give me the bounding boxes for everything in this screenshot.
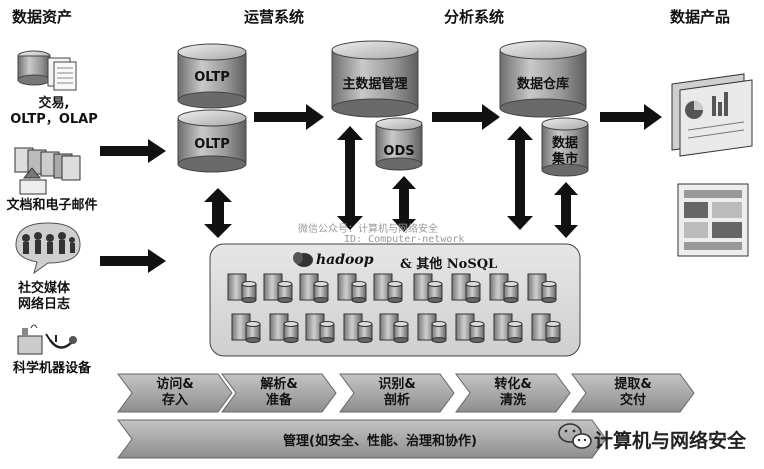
source-transactions-line2: OLTP，OLAP xyxy=(10,112,98,127)
server-db-icon xyxy=(343,313,373,343)
server-db-icon xyxy=(227,273,257,303)
server-db-icon xyxy=(269,313,299,343)
brand-name: 计算机与网络安全 xyxy=(594,430,747,452)
oltp-top-cylinder xyxy=(177,43,247,109)
source-social-line1: 社交媒体 xyxy=(17,281,70,296)
stage-extract: 提取& 交付 xyxy=(578,374,688,412)
report-layout-icon xyxy=(677,183,749,257)
data-mart-line1: 数据 xyxy=(551,136,578,151)
oltp-bottom-label: OLTP xyxy=(194,137,230,152)
social-media-icon xyxy=(15,222,81,275)
server-db-icon xyxy=(417,313,447,343)
oltp-bottom-cylinder xyxy=(177,109,247,173)
header-data-products: 数据产品 xyxy=(670,8,731,26)
watermark-line2: ID: Computer-network xyxy=(344,234,465,245)
wechat-icon xyxy=(558,423,592,449)
oltp-to-mdm-arrow xyxy=(254,104,324,130)
header-operations: 运营系统 xyxy=(244,8,305,26)
data-mart-line2: 集市 xyxy=(551,152,578,167)
header-analytics: 分析系统 xyxy=(444,8,505,26)
source-transactions-label: 交易, OLTP，OLAP xyxy=(4,96,104,128)
stage-identify-line1: 识别& xyxy=(378,377,416,392)
stage-access-line1: 访问& xyxy=(156,377,194,392)
master-data-cylinder xyxy=(331,40,419,118)
server-db-icon xyxy=(489,273,519,303)
documents-icon xyxy=(14,147,81,195)
watermark-line1: 微信公众号：计算机与网络安全 xyxy=(298,224,438,235)
data-mart-cylinder xyxy=(541,117,589,177)
stage-access-line2: 存入 xyxy=(161,393,188,408)
management-label: 管理(如安全、性能、治理和协作) xyxy=(283,433,477,449)
vertical-arrows xyxy=(204,126,578,238)
hadoop-servers xyxy=(227,273,561,343)
mdm-to-warehouse-arrow xyxy=(432,104,500,130)
hadoop-elephant-icon xyxy=(293,252,313,267)
header-data-assets: 数据资产 xyxy=(12,8,73,26)
ods-cylinder xyxy=(375,117,423,171)
stage-access: 访问& 存入 xyxy=(120,374,230,412)
warehouse-to-products-arrow xyxy=(600,104,662,130)
source-transactions-line1: 交易, xyxy=(38,96,70,111)
scientific-equipment-icon xyxy=(17,324,77,355)
hadoop-logo-text: hadoop xyxy=(316,252,374,268)
server-db-icon xyxy=(379,313,409,343)
stage-extract-line2: 交付 xyxy=(619,393,646,408)
stage-extract-line1: 提取& xyxy=(614,377,652,392)
stage-identify: 识别& 剖析 xyxy=(342,374,452,412)
hadoop-nosql-label: & 其他 NoSQL xyxy=(400,257,498,272)
server-db-icon xyxy=(451,273,481,303)
server-db-icon xyxy=(337,273,367,303)
transactions-database-icon xyxy=(17,50,77,91)
stage-transform-line1: 转化& xyxy=(494,377,532,392)
server-db-icon xyxy=(531,313,561,343)
data-warehouse-cylinder xyxy=(499,40,587,118)
oltp-top-label: OLTP xyxy=(194,70,230,85)
server-db-icon xyxy=(455,313,485,343)
source-social-label: 社交媒体 网络日志 xyxy=(4,281,84,313)
server-db-icon xyxy=(373,273,403,303)
server-db-icon xyxy=(305,313,335,343)
server-db-icon xyxy=(493,313,523,343)
server-db-icon xyxy=(527,273,557,303)
server-db-icon xyxy=(299,273,329,303)
management-bar xyxy=(117,419,607,459)
server-db-icon xyxy=(231,313,261,343)
stage-parse-line2: 准备 xyxy=(265,393,292,408)
source-social-line2: 网络日志 xyxy=(17,297,70,312)
source-scientific-label: 科学机器设备 xyxy=(12,361,91,376)
stage-transform-line2: 清洗 xyxy=(499,393,526,408)
stage-transform: 转化& 清洗 xyxy=(458,374,568,412)
stage-parse: 解析& 准备 xyxy=(224,374,334,412)
master-data-label: 主数据管理 xyxy=(342,77,408,92)
server-db-icon xyxy=(413,273,443,303)
stage-parse-line1: 解析& xyxy=(260,377,298,392)
ods-label: ODS xyxy=(383,144,415,159)
data-warehouse-label: 数据仓库 xyxy=(516,77,569,92)
server-db-icon xyxy=(263,273,293,303)
source-arrows xyxy=(100,139,166,273)
report-dashboard-icon xyxy=(671,73,753,157)
data-mart-label: 数据 集市 xyxy=(542,136,588,168)
stage-identify-line2: 剖析 xyxy=(383,393,410,408)
source-documents-label: 文档和电子邮件 xyxy=(6,198,98,213)
pipeline-stages xyxy=(117,373,695,413)
